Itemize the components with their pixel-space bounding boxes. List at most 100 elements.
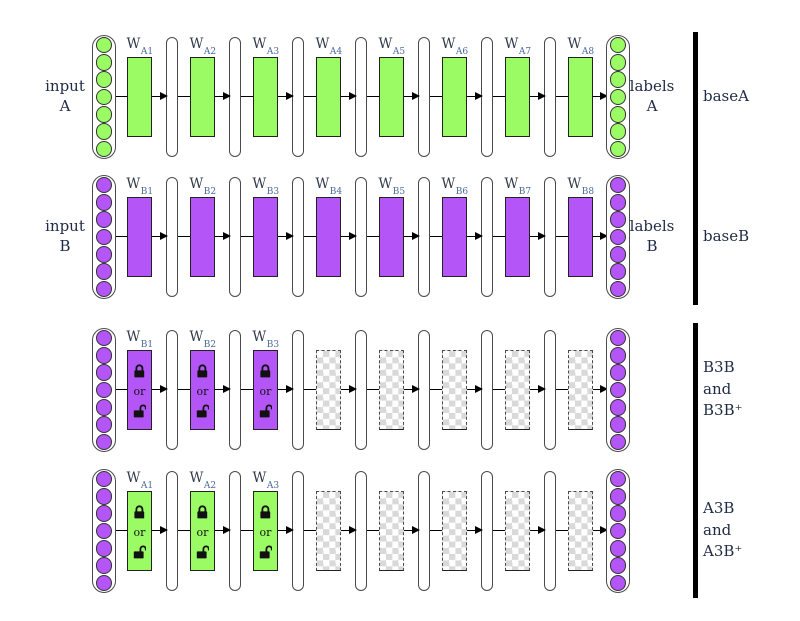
- weight-label: WA6: [429, 36, 481, 57]
- hidden-layer-oval: [292, 471, 304, 591]
- connector-line: [593, 389, 602, 391]
- output-label-line: B: [646, 237, 658, 255]
- connector-line: [152, 96, 162, 98]
- lock-open-icon: [133, 545, 146, 559]
- connector-line: [341, 96, 351, 98]
- neuron-circle: [609, 329, 627, 347]
- weight-layer-rect: [442, 57, 467, 137]
- hidden-layer-oval: [166, 177, 178, 297]
- connector-line: [278, 96, 288, 98]
- arrow-right-icon: [348, 526, 357, 535]
- arrow-right-icon: [222, 92, 231, 101]
- neuron-circle: [95, 522, 113, 540]
- arrow-right-icon: [599, 385, 608, 394]
- connector-line: [430, 96, 442, 98]
- connector-line: [241, 530, 253, 532]
- neuron-circle: [609, 522, 627, 540]
- weight-label-main: W: [189, 176, 204, 192]
- lock-closed-icon: [260, 505, 271, 519]
- neuron-circle: [609, 505, 627, 522]
- group-label-line: and: [703, 379, 732, 398]
- weight-label-main: W: [252, 176, 267, 192]
- weight-label-subscript: A2: [203, 480, 217, 491]
- weight-layer-rect: or: [253, 491, 278, 571]
- arrow-right-icon: [411, 385, 420, 394]
- connector-line: [241, 236, 253, 238]
- hidden-layer-oval: [292, 37, 304, 157]
- output-label-line: labels: [629, 77, 675, 95]
- connector-line: [467, 236, 477, 238]
- weight-label-subscript: B1: [140, 186, 154, 197]
- connector-line: [556, 389, 568, 391]
- connector-line: [530, 530, 540, 532]
- connector-line: [341, 389, 351, 391]
- weight-label-subscript: A7: [518, 46, 532, 57]
- connector-line: [152, 389, 162, 391]
- neuron-circle: [609, 140, 627, 158]
- neuron-circle: [95, 36, 113, 54]
- neuron-circle: [609, 54, 627, 71]
- arrow-right-icon: [159, 92, 168, 101]
- or-label: or: [133, 525, 146, 539]
- neuron-circle: [609, 416, 627, 433]
- neuron-circle: [95, 347, 113, 364]
- connector-line: [430, 236, 442, 238]
- connector-line: [556, 96, 568, 98]
- neuron-circle: [95, 194, 113, 211]
- or-label: or: [196, 525, 209, 539]
- hidden-layer-oval: [166, 330, 178, 450]
- weight-label: WA2: [177, 36, 229, 57]
- arrow-right-icon: [348, 232, 357, 241]
- weight-layer-rect: [190, 197, 215, 277]
- hidden-layer-oval: [418, 471, 430, 591]
- connector-line: [116, 96, 127, 98]
- arrow-right-icon: [285, 526, 294, 535]
- connector-line: [593, 96, 602, 98]
- weight-layer-rect: [127, 57, 152, 137]
- connector-line: [241, 96, 253, 98]
- neuron-circle: [95, 280, 113, 298]
- weight-label-subscript: A3: [266, 46, 280, 57]
- connector-line: [367, 96, 379, 98]
- lock-closed-icon: [197, 364, 208, 378]
- connector-line: [493, 96, 505, 98]
- weight-label: WA3: [240, 470, 292, 491]
- hidden-layer-oval: [292, 330, 304, 450]
- weight-layer-rect: [190, 57, 215, 137]
- connector-line: [404, 530, 414, 532]
- hidden-layer-oval: [481, 471, 493, 591]
- connector-line: [404, 96, 414, 98]
- frozen-layer-rect: [442, 350, 467, 430]
- weight-label-subscript: B1: [140, 339, 154, 350]
- connector-line: [404, 389, 414, 391]
- group-label-line: A3B: [703, 499, 735, 517]
- input-label-line: A: [59, 97, 71, 115]
- arrow-right-icon: [285, 385, 294, 394]
- neuron-circle: [609, 123, 627, 140]
- neuron-circle: [609, 470, 627, 488]
- weight-label-main: W: [189, 470, 204, 486]
- connector-line: [341, 530, 351, 532]
- arrow-right-icon: [537, 232, 546, 241]
- hidden-layer-oval: [544, 37, 556, 157]
- weight-label: WB4: [303, 176, 355, 197]
- weight-label-subscript: A1: [140, 480, 154, 491]
- neuron-circle: [609, 176, 627, 194]
- hidden-layer-oval: [355, 37, 367, 157]
- neuron-circle: [609, 574, 627, 592]
- weight-label-main: W: [126, 176, 141, 192]
- lock-open-icon: [259, 545, 272, 559]
- frozen-layer-rect: [379, 491, 404, 571]
- weight-label: WA4: [303, 36, 355, 57]
- weight-label-subscript: B2: [203, 339, 217, 350]
- connector-line: [530, 389, 540, 391]
- connector-line: [304, 236, 316, 238]
- lock-closed-icon: [197, 505, 208, 519]
- connector-line: [404, 236, 414, 238]
- connector-line: [304, 96, 316, 98]
- weight-label: WB7: [492, 176, 544, 197]
